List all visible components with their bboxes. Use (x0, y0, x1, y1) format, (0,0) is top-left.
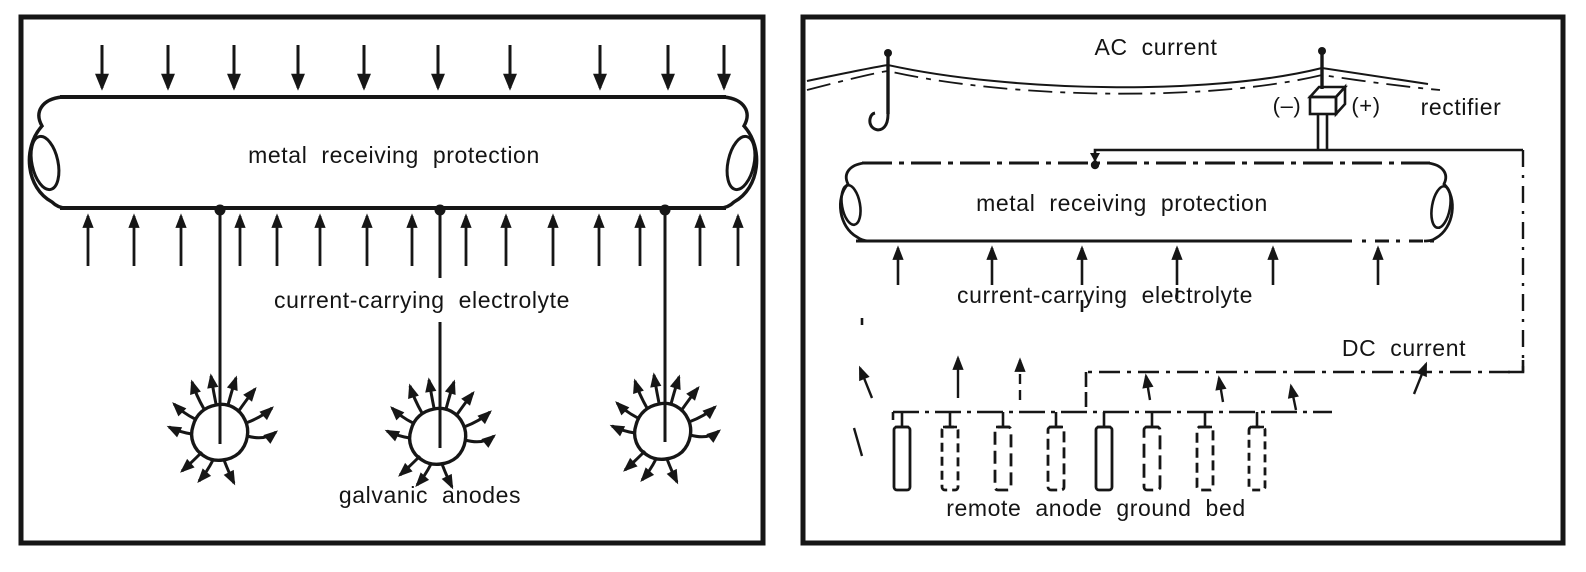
ac-power-line (806, 47, 1441, 132)
right-pipe-label: metal receiving protection (976, 190, 1268, 216)
anode-lead-wires (214, 204, 671, 448)
impressed-current-panel: AC current (–) (+) rectifier (800, 14, 1566, 546)
ground-bed-label: remote anode ground bed (946, 495, 1246, 521)
right-electrolyte-label: current-carrying electrolyte (957, 282, 1253, 308)
rectifier-label: rectifier (1421, 94, 1502, 120)
utility-pole-2 (1318, 47, 1326, 89)
left-pipe-label: metal receiving protection (248, 142, 540, 168)
utility-pole-1 (868, 49, 892, 132)
rectifier-plus-label: (+) (1351, 93, 1380, 118)
anode-rod-stems (895, 412, 1264, 429)
galvanic-protection-panel: metal receiving protection (18, 14, 766, 546)
dc-wiring: DC current (1084, 148, 1525, 412)
left-bottom-current-arrows (82, 213, 744, 266)
galvanic-anode-1 (169, 376, 276, 483)
ac-current-label: AC current (1095, 34, 1218, 60)
anode-ground-bed: remote anode ground bed (891, 410, 1332, 521)
left-electrolyte-label: current-carrying electrolyte (274, 287, 570, 313)
rectifier: (–) (+) rectifier (1273, 83, 1502, 149)
right-pipe: metal receiving protection (839, 161, 1454, 243)
dc-current-label: DC current (1342, 335, 1466, 361)
galvanic-anodes-label: galvanic anodes (339, 482, 521, 508)
ground-bed-current-arrows (852, 355, 1428, 457)
left-top-current-arrows (95, 45, 731, 91)
left-pipe: metal receiving protection (27, 95, 759, 210)
right-pipe-current-arrows (860, 245, 1384, 325)
anode-rods (892, 425, 1267, 492)
left-panel-border (18, 14, 766, 546)
right-panel-border (800, 14, 1566, 546)
rectifier-minus-label: (–) (1273, 93, 1302, 118)
